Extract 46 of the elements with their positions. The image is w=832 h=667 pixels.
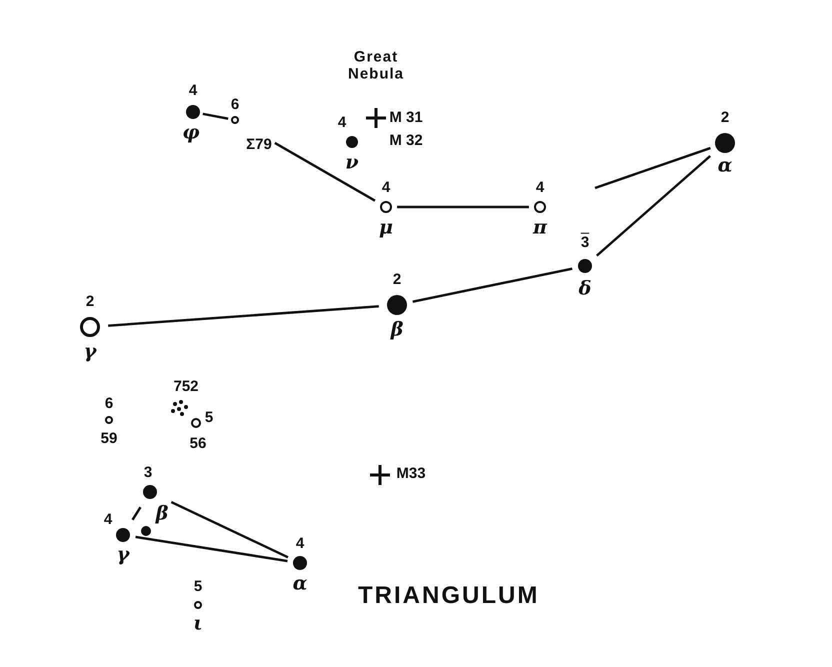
magnitude-label: 2 [720,110,730,126]
magnitude-label: 3 [580,234,590,252]
object-label: Σ79 [246,136,272,154]
star-letter: α [292,574,308,594]
star-letter: ν [345,152,359,174]
star-letter: β [156,504,168,524]
magnitude-label: 3 [144,464,152,482]
star-letter: γ [84,342,96,362]
object-label: 752 [173,378,199,396]
object-label: 59 [100,430,118,448]
object-label: 56 [190,436,206,452]
object-label: M33 [396,466,426,482]
star-letter: ι [193,614,203,634]
object-label: M 31 [389,110,423,126]
star-letter: β [390,320,404,340]
object-label: M 32 [389,132,423,150]
constellation-line [596,155,711,257]
magnitude-label: 5 [194,578,202,596]
magnitude-label: 4 [382,180,390,196]
star-letter: μ [379,218,393,238]
magnitude-label: 4 [188,82,198,100]
star-letter: φ [182,122,200,144]
constellation-line [412,267,572,303]
constellation-line [594,146,711,190]
constellation-line [170,501,289,558]
constellation-line [397,206,529,208]
magnitude-label: 6 [104,396,114,412]
star-letter: γ [116,544,130,566]
constellation-line [108,305,379,327]
constellation-line [274,142,376,202]
magnitude-label: 5 [204,410,214,426]
star-letter: π [533,218,547,238]
constellation-line [202,112,228,120]
nebula-name: Great Nebula [346,50,405,82]
magnitude-label: 6 [230,96,240,114]
star-letter: δ [578,278,592,300]
magnitude-label: 4 [338,114,346,132]
magnitude-label: 4 [536,180,544,196]
magnitude-label: 4 [296,536,304,552]
magnitude-label: 2 [392,272,402,288]
magnitude-label: 4 [104,512,112,528]
magnitude-label: 2 [86,294,94,310]
constellation-line [132,506,142,520]
constellation-name: TRIANGULUM [358,582,540,610]
star-letter: α [718,156,732,176]
constellation-line [135,536,288,562]
